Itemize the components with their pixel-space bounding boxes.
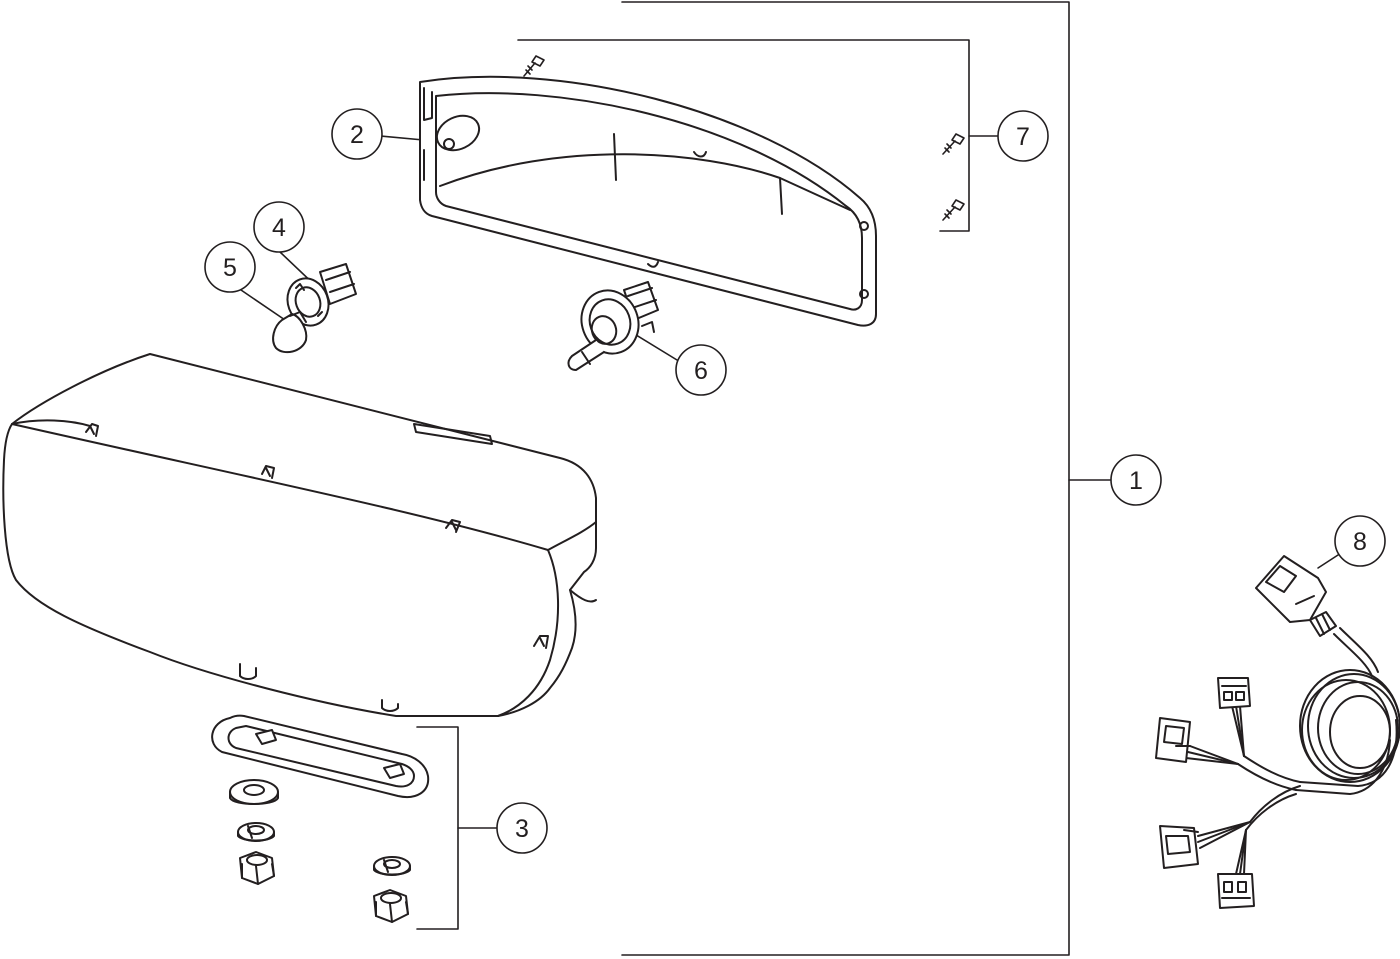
connector-left xyxy=(1155,717,1191,763)
lamp-lens-housing xyxy=(2,353,597,717)
callout-1: 1 xyxy=(1110,454,1162,506)
flat-washer xyxy=(229,779,279,805)
harness-branch-cable xyxy=(1185,705,1301,875)
callout-2: 2 xyxy=(331,108,383,160)
callout-8-label: 8 xyxy=(1353,528,1367,556)
screw-3 xyxy=(942,199,965,221)
headlamp-bulb xyxy=(567,281,659,371)
screw-1 xyxy=(523,55,545,77)
callout-7-label: 7 xyxy=(1016,123,1030,151)
connector-top-small xyxy=(1217,677,1251,709)
callout-7: 7 xyxy=(997,110,1049,162)
callout-4-label: 4 xyxy=(272,214,286,242)
connector-lower-left xyxy=(1159,825,1199,869)
housing-back-plate xyxy=(419,75,877,327)
connector-bottom-small xyxy=(1217,873,1255,909)
screws xyxy=(523,55,965,221)
coiled-cable xyxy=(1295,627,1400,795)
callout-5-label: 5 xyxy=(223,254,237,282)
nut-2 xyxy=(373,889,409,923)
bracket-lines xyxy=(240,1,1339,956)
mounting-hardware-kit xyxy=(211,714,430,923)
callout-6-label: 6 xyxy=(694,357,708,385)
callout-5: 5 xyxy=(204,241,256,293)
screw-2 xyxy=(942,133,965,155)
small-bulb xyxy=(272,311,308,354)
callout-3-label: 3 xyxy=(515,815,529,843)
callout-2-label: 2 xyxy=(350,121,364,149)
nut-1 xyxy=(239,851,275,885)
gasket-plate xyxy=(211,714,430,798)
harness-main-connector xyxy=(1255,555,1337,637)
callouts: 1 2 3 4 5 6 7 8 xyxy=(204,108,1386,854)
callout-1-label: 1 xyxy=(1129,467,1143,495)
callout-4: 4 xyxy=(253,201,305,253)
callout-3: 3 xyxy=(496,802,548,854)
callout-6: 6 xyxy=(675,344,727,396)
lock-washer-2 xyxy=(373,856,411,876)
wiring-harness xyxy=(1155,555,1400,909)
lock-washer-1 xyxy=(237,822,275,842)
callout-8: 8 xyxy=(1334,515,1386,567)
